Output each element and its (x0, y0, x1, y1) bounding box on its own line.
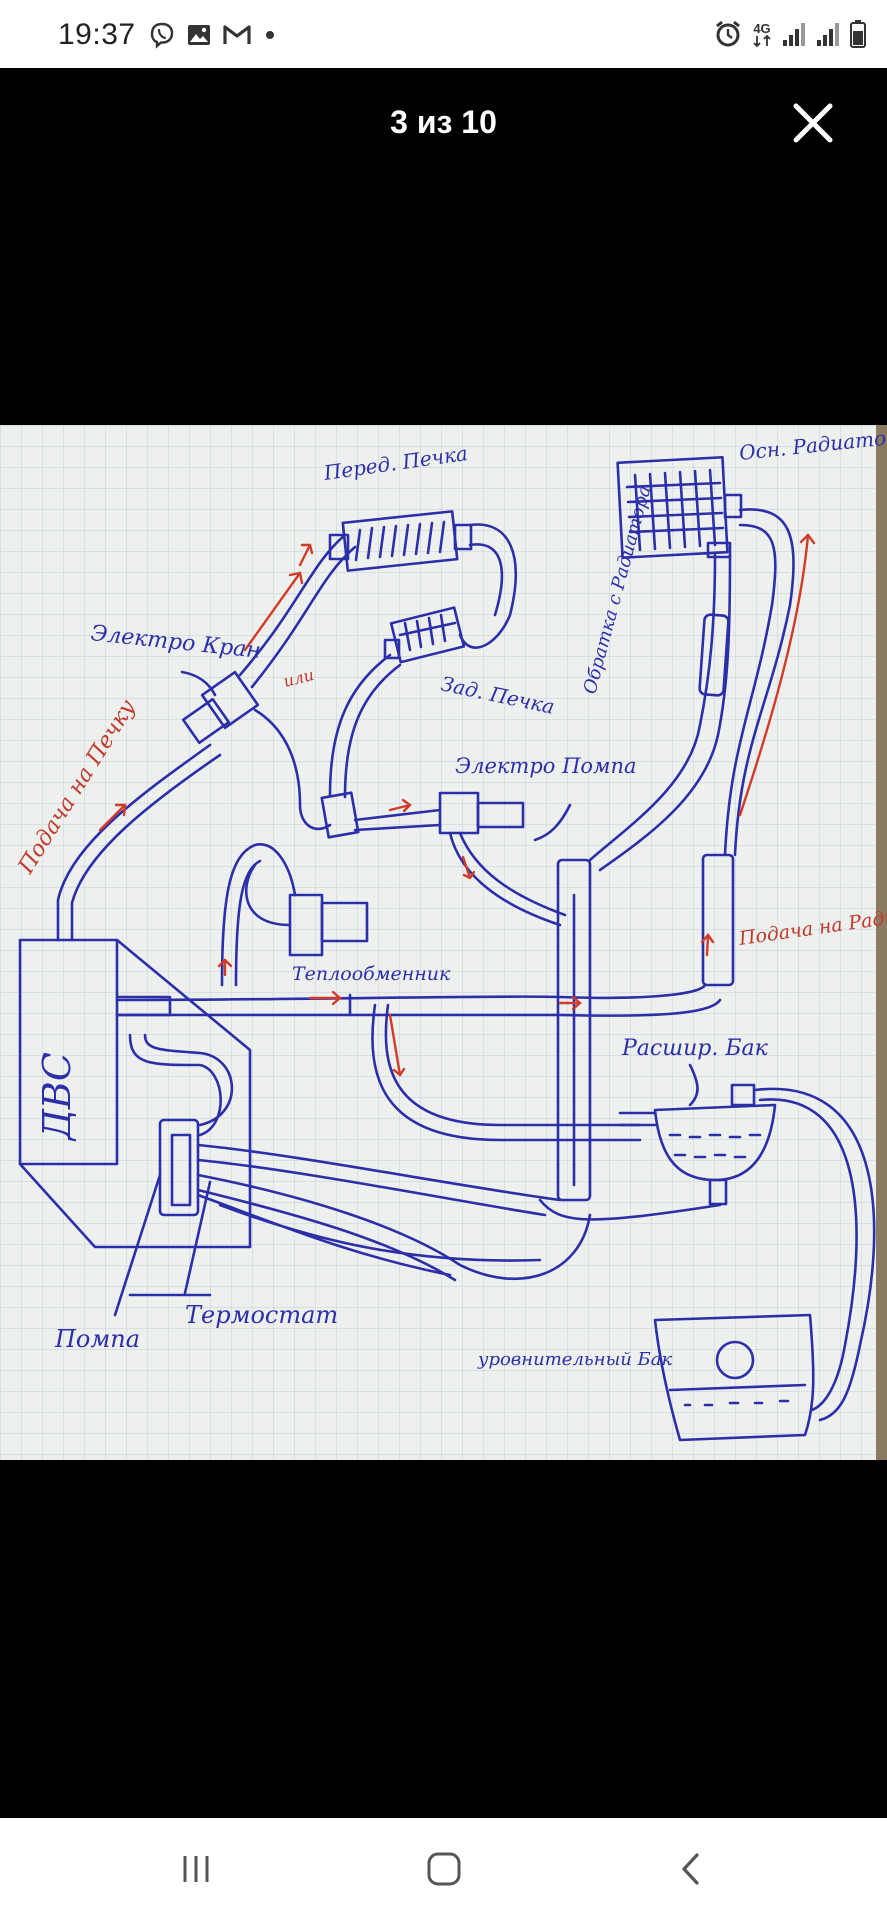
signal-icon (781, 20, 807, 48)
alarm-icon (713, 19, 743, 49)
label-heat-exchanger: Теплообменник (292, 963, 451, 985)
network-label: 4G (753, 20, 771, 36)
back-icon (682, 1853, 699, 1885)
system-icons: 4G (713, 18, 867, 50)
status-bar: 19:37 4G (0, 0, 887, 68)
back-button[interactable] (662, 1844, 722, 1894)
battery-icon (849, 19, 867, 49)
rear-heater (383, 606, 466, 664)
label-expansion-tank: Расшир. Бак (621, 1036, 769, 1061)
label-pump: Помпа (54, 1325, 140, 1353)
main-horizontal-pipe (115, 983, 722, 1017)
recents-icon (183, 1856, 209, 1882)
network-type-icon: 4G (751, 22, 773, 47)
electro-pump (353, 791, 525, 835)
home-icon (427, 1852, 461, 1886)
flow-arrows (98, 533, 816, 1077)
close-button[interactable] (790, 100, 836, 146)
level-tank (653, 1313, 815, 1442)
signal-icon (815, 20, 841, 48)
home-button[interactable] (414, 1844, 474, 1894)
more-dot-icon (262, 27, 278, 43)
feed-to-heater-pipe (56, 743, 222, 942)
notification-icons (148, 20, 278, 50)
close-icon (793, 103, 833, 143)
gallery-icon (186, 22, 212, 48)
label-electro-pump: Электро Помпа (455, 754, 637, 778)
pump-thermostat (128, 1033, 234, 1217)
heat-exchanger (220, 843, 369, 987)
diagram-photo: Перед. Печка Зад. Печка Электро Кран Эле… (0, 425, 887, 1460)
expansion-tank (618, 1083, 777, 1206)
label-level-tank: уровнительный Бак (477, 1349, 672, 1370)
status-time: 19:37 (58, 18, 136, 51)
label-engine: ДВС (35, 1052, 79, 1142)
electro-valve (181, 670, 260, 745)
gmail-icon (222, 23, 252, 47)
radiator-feed-pipe (723, 508, 795, 857)
recents-button[interactable] (166, 1844, 226, 1894)
front-heater (328, 510, 473, 572)
viewer-header: 3 из 10 (0, 68, 887, 178)
viber-icon (148, 21, 176, 49)
navigation-bar (0, 1818, 887, 1920)
image-counter: 3 из 10 (390, 104, 497, 140)
label-thermostat: Термостат (185, 1301, 338, 1329)
return-column (556, 858, 592, 1202)
main-radiator (616, 455, 743, 559)
